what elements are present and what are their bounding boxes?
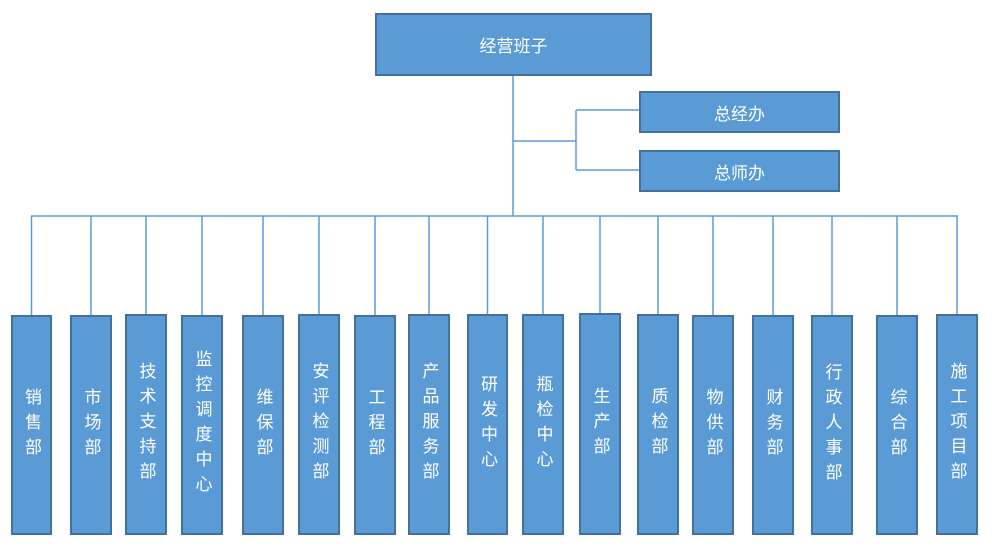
department-box: 监控调度中心 xyxy=(181,315,223,535)
department-box: 综合部 xyxy=(876,315,918,535)
department-box: 施工项目部 xyxy=(936,314,978,535)
department-box: 研发中心 xyxy=(467,314,508,535)
department-label: 财务部 xyxy=(762,387,783,463)
staff-box-label: 总师办 xyxy=(714,163,765,184)
department-label: 维保部 xyxy=(252,387,273,463)
top-management-label: 经营班子 xyxy=(479,37,548,57)
department-label: 物供部 xyxy=(702,387,723,463)
department-box: 财务部 xyxy=(752,315,794,535)
department-box: 行政人事部 xyxy=(811,315,853,535)
department-label: 市场部 xyxy=(80,387,101,463)
department-label: 安评检测部 xyxy=(308,362,329,487)
staff-box-chief-engineer-office: 总师办 xyxy=(639,150,840,192)
department-label: 技术支持部 xyxy=(135,362,156,487)
staff-box-general-office: 总经办 xyxy=(639,91,840,133)
department-label: 监控调度中心 xyxy=(191,350,212,500)
department-label: 工程部 xyxy=(364,387,385,463)
department-label: 综合部 xyxy=(886,387,907,463)
department-label: 产品服务部 xyxy=(418,362,439,487)
department-box: 市场部 xyxy=(70,315,112,535)
department-box: 技术支持部 xyxy=(125,314,167,535)
department-box: 产品服务部 xyxy=(408,314,450,535)
department-label: 行政人事部 xyxy=(821,362,842,488)
department-box: 物供部 xyxy=(692,315,734,535)
department-label: 瓶检中心 xyxy=(532,374,553,475)
department-box: 销售部 xyxy=(11,315,52,535)
department-box: 质检部 xyxy=(637,314,679,535)
department-box: 生产部 xyxy=(579,313,621,535)
department-label: 质检部 xyxy=(647,387,668,462)
department-box: 瓶检中心 xyxy=(522,314,564,535)
department-box: 安评检测部 xyxy=(298,314,340,535)
department-label: 施工项目部 xyxy=(946,362,967,487)
department-label: 生产部 xyxy=(589,386,610,462)
department-label: 研发中心 xyxy=(477,374,497,475)
department-box: 维保部 xyxy=(242,315,284,535)
department-box: 工程部 xyxy=(354,315,396,535)
department-label: 销售部 xyxy=(21,387,41,463)
top-management-box: 经营班子 xyxy=(375,13,652,76)
staff-box-label: 总经办 xyxy=(714,104,765,125)
